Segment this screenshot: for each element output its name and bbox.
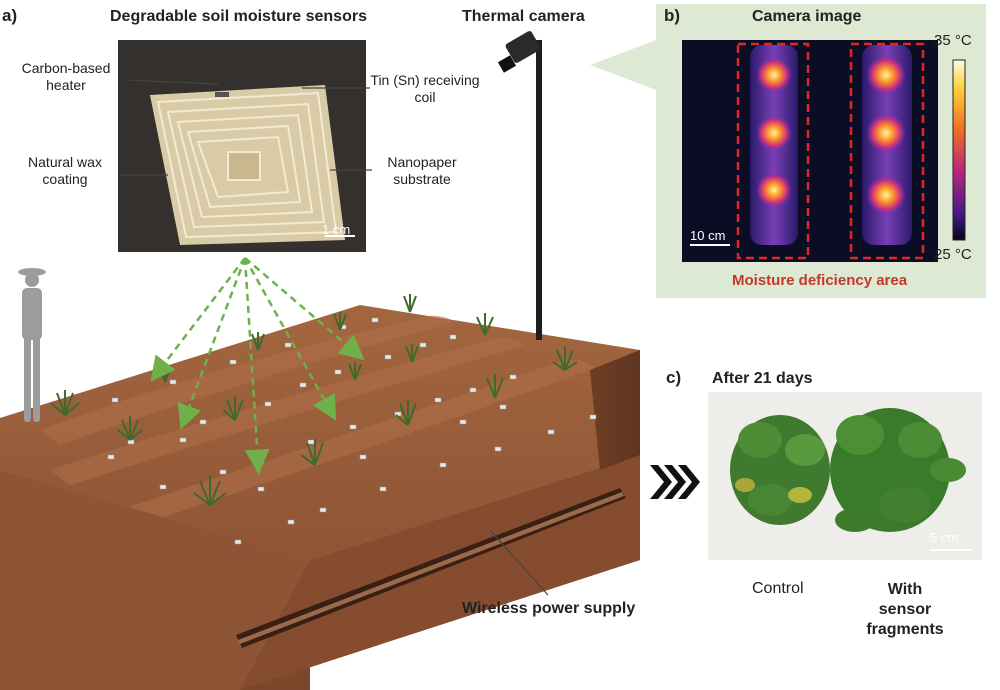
sensor-dots [107,317,597,545]
wax-label: Natural wax coating [28,154,102,187]
panel-b-title: Camera image [752,8,862,25]
panel-a-title: Degradable soil moisture sensors [110,8,367,25]
thermal-image [682,40,938,262]
coil-label: Tin (Sn) receiving coil [370,72,480,105]
chevron-arrows-icon [650,465,700,499]
sensor-photo [118,40,366,252]
colorbar-min-label: 25 °C [934,246,972,263]
wireless-power-label: Wireless power supply [462,600,636,617]
heater-label: Carbon-based heater [21,60,111,93]
thermal-camera [497,31,542,340]
thermal-camera-label: Thermal camera [462,8,585,25]
soil-field [0,305,640,690]
panel-c-title: After 21 days [712,370,813,387]
with-sensor-fragments-label: With sensor fragments [866,581,944,638]
substrate-label: Nanopaper substrate [387,154,457,187]
sensor-leader-lines [120,79,549,596]
colorbar [952,59,966,241]
control-label: Control [752,580,804,597]
moisture-deficiency-caption: Moisture deficiency area [732,272,908,289]
panel-b-letter: b) [664,6,681,25]
plant-photo [708,392,982,560]
colorbar-max-label: 35 °C [934,32,972,49]
thermal-scale-bar-label: 10 cm [690,228,726,243]
person-figure [18,268,46,422]
panel-c-letter: c) [666,368,682,387]
sensor-scale-bar-label: 1 cm [322,222,351,237]
panel-a-letter: a) [2,6,18,25]
plant-scale-bar-label: 5 cm [930,530,959,545]
sensor-arrows [150,257,365,475]
